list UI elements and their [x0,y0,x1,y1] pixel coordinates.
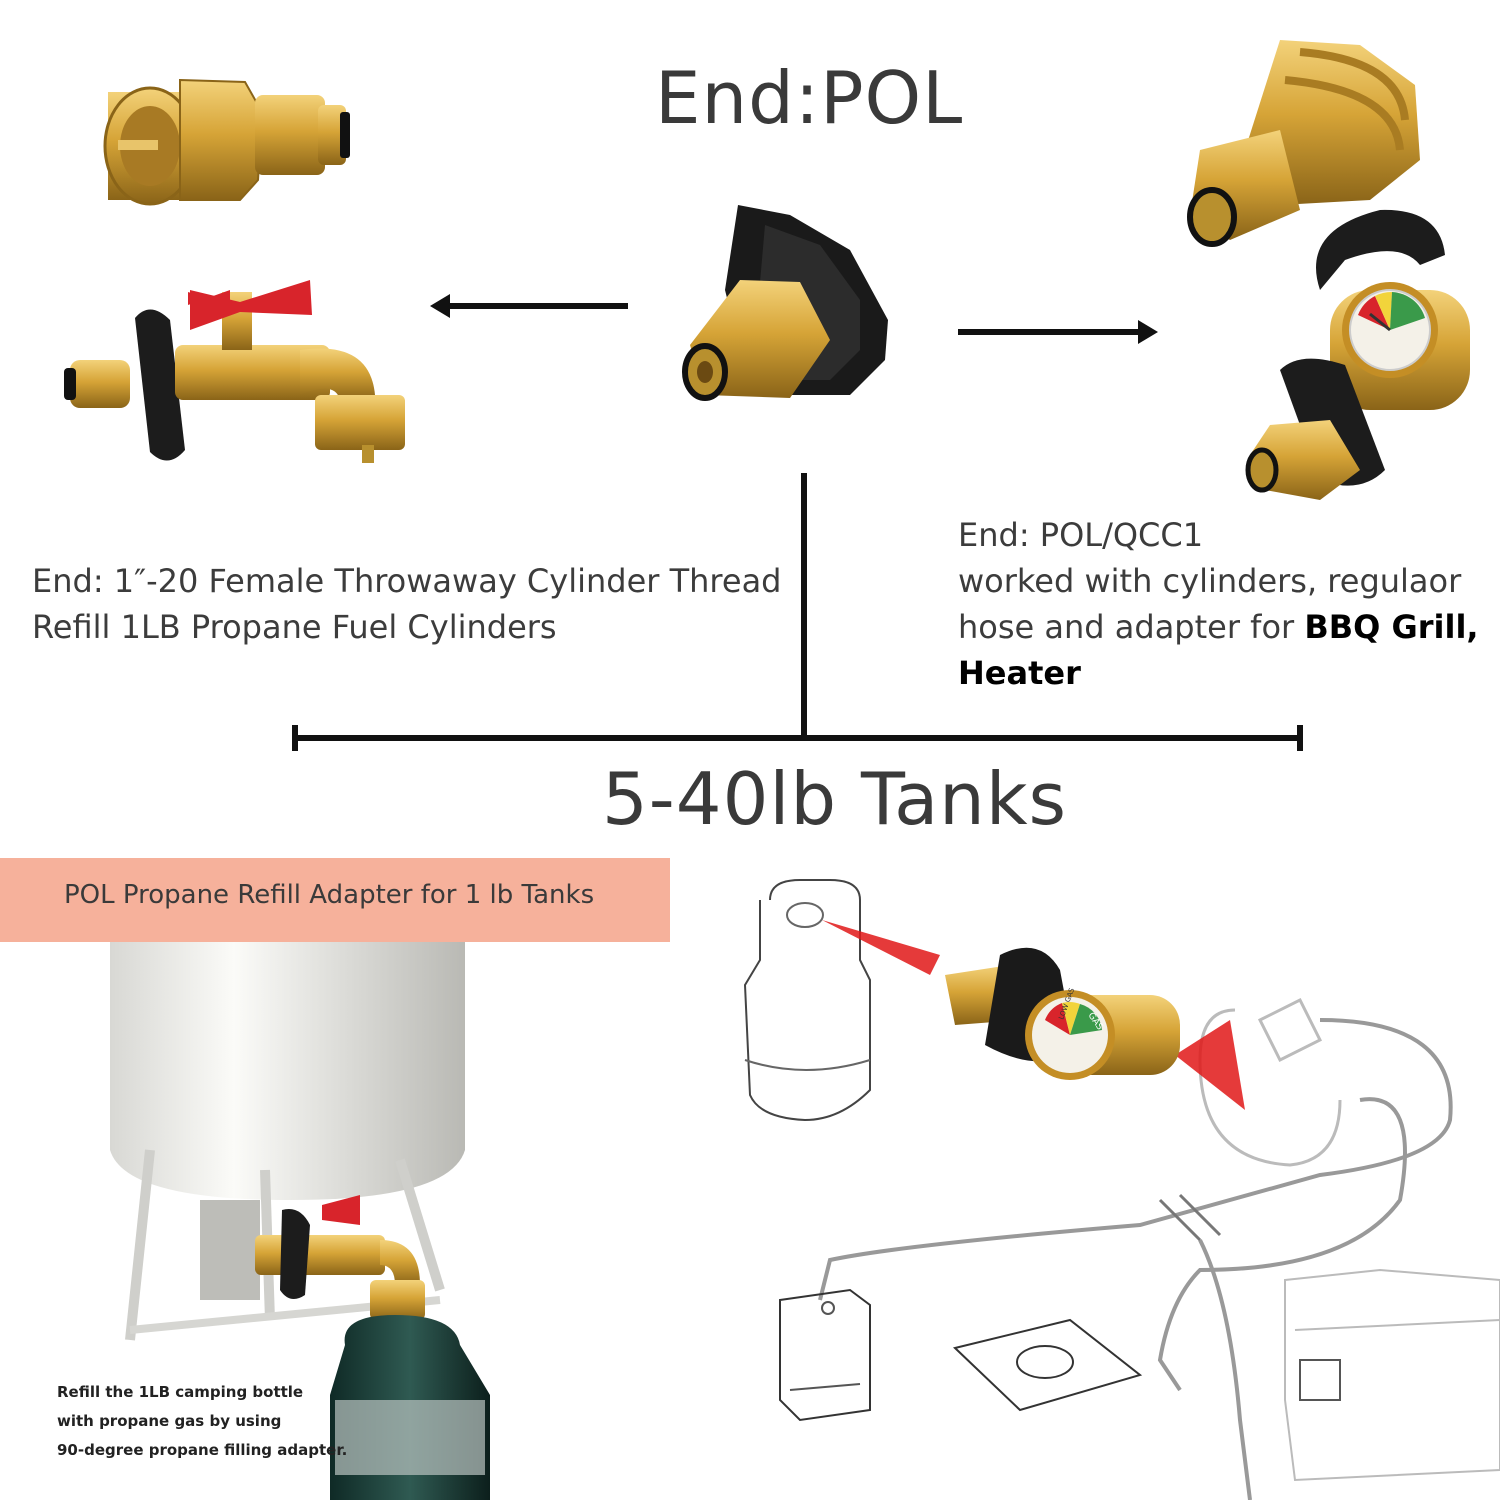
gauge-adapter-image [1245,209,1470,500]
gauge-adapter-diagram: LOW GAS GAS [945,947,1180,1080]
right-end-line3: hose and adapter for BBQ Grill, [958,604,1493,650]
right-end-line4-bold: Heater [958,654,1081,692]
left-end-line1: End: 1″-20 Female Throwaway Cylinder Thr… [32,562,782,600]
tank-refill-photo [110,942,490,1500]
caption-line1: Refill the 1LB camping bottle [57,1383,304,1401]
refill-caption: Refill the 1LB camping bottle with propa… [57,1378,348,1465]
product-banner-text: POL Propane Refill Adapter for 1 lb Tank… [64,880,595,910]
right-end-line4: Heater [958,650,1493,696]
valve-adapter-image [64,280,405,463]
pointer-red-left [822,920,940,975]
refill-adapter-image [103,78,350,206]
qcc1-adapter-image [1187,40,1420,247]
caption-line2: with propane gas by using [57,1412,282,1430]
product-banner: POL Propane Refill Adapter for 1 lb Tank… [0,858,670,942]
right-end-description: End: POL/QCC1 worked with cylinders, reg… [958,512,1493,696]
caption-line3: 90-degree propane filling adapter. [57,1441,348,1459]
right-end-line1: End: POL/QCC1 [958,516,1204,554]
system-diagram [743,879,1500,1500]
tanks-title: 5-40lb Tanks [602,757,1068,841]
left-end-description: End: 1″-20 Female Throwaway Cylinder Thr… [32,558,802,650]
pol-adapter-image [682,205,888,401]
top-title: End:POL [655,56,964,140]
left-end-line2: Refill 1LB Propane Fuel Cylinders [32,608,557,646]
right-end-line3-plain: hose and adapter for [958,608,1305,646]
pointer-red-right [1175,1020,1245,1110]
connector-lines [292,303,1303,751]
arrow-right-head [1138,320,1158,344]
arrow-left-head [430,294,450,318]
right-end-line2: worked with cylinders, regulaor [958,562,1462,600]
right-end-line3-bold: BBQ Grill, [1304,608,1479,646]
